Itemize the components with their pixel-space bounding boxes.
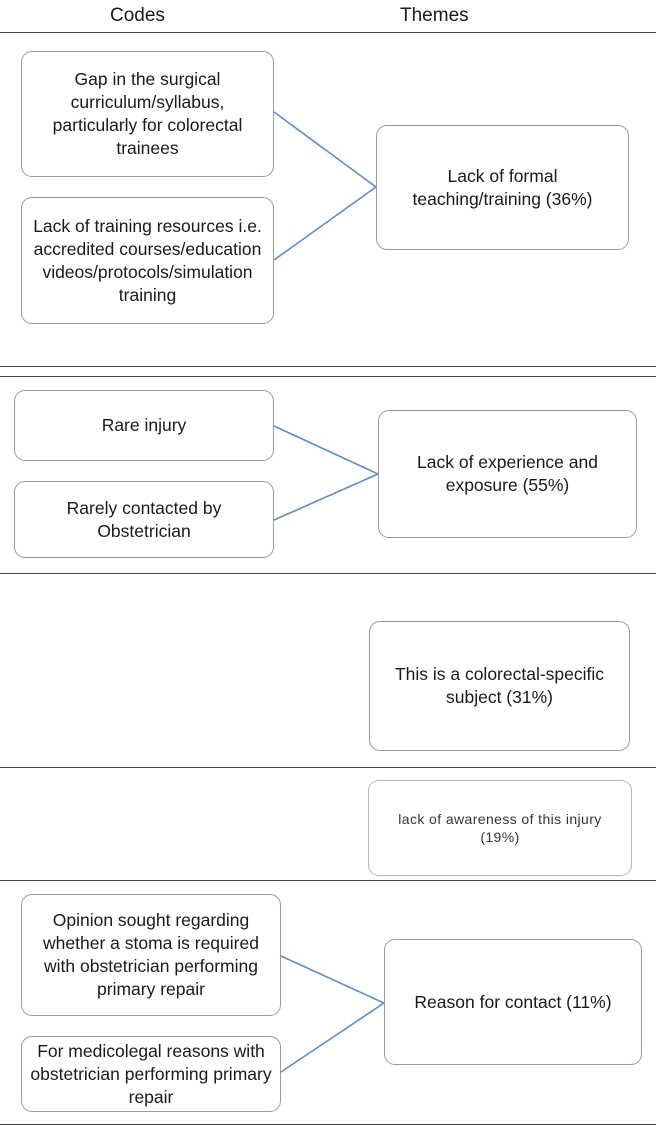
bottom-divider [0,1124,656,1125]
theme-box: Reason for contact (11%) [384,939,642,1065]
connector-line [273,186,377,261]
codes-column-header: Codes [110,5,165,26]
code-box: Rarely contacted by Obstetrician [14,481,274,558]
code-box: Lack of training resources i.e. accredit… [21,197,274,324]
connector-line [273,425,379,475]
connector-line [273,473,379,521]
section-divider [0,767,656,768]
theme-box: This is a colorectal-specific subject (3… [369,621,630,751]
code-box: Opinion sought regarding whether a stoma… [21,894,281,1016]
code-box: For medicolegal reasons with obstetricia… [21,1036,281,1112]
section-divider [0,880,656,881]
section-divider [0,376,656,377]
code-box: Gap in the surgical curriculum/syllabus,… [21,51,274,177]
theme-box: Lack of experience and exposure (55%) [378,410,637,538]
themes-column-header: Themes [400,5,469,26]
connector-line [273,111,377,188]
code-box: Rare injury [14,390,274,461]
theme-box: lack of awareness of this injury (19%) [368,780,632,876]
connector-line [280,955,385,1004]
section-divider [0,366,656,367]
theme-box: Lack of formal teaching/training (36%) [376,125,629,250]
connector-line [280,1002,385,1073]
section-divider [0,573,656,574]
header-divider [0,32,656,33]
